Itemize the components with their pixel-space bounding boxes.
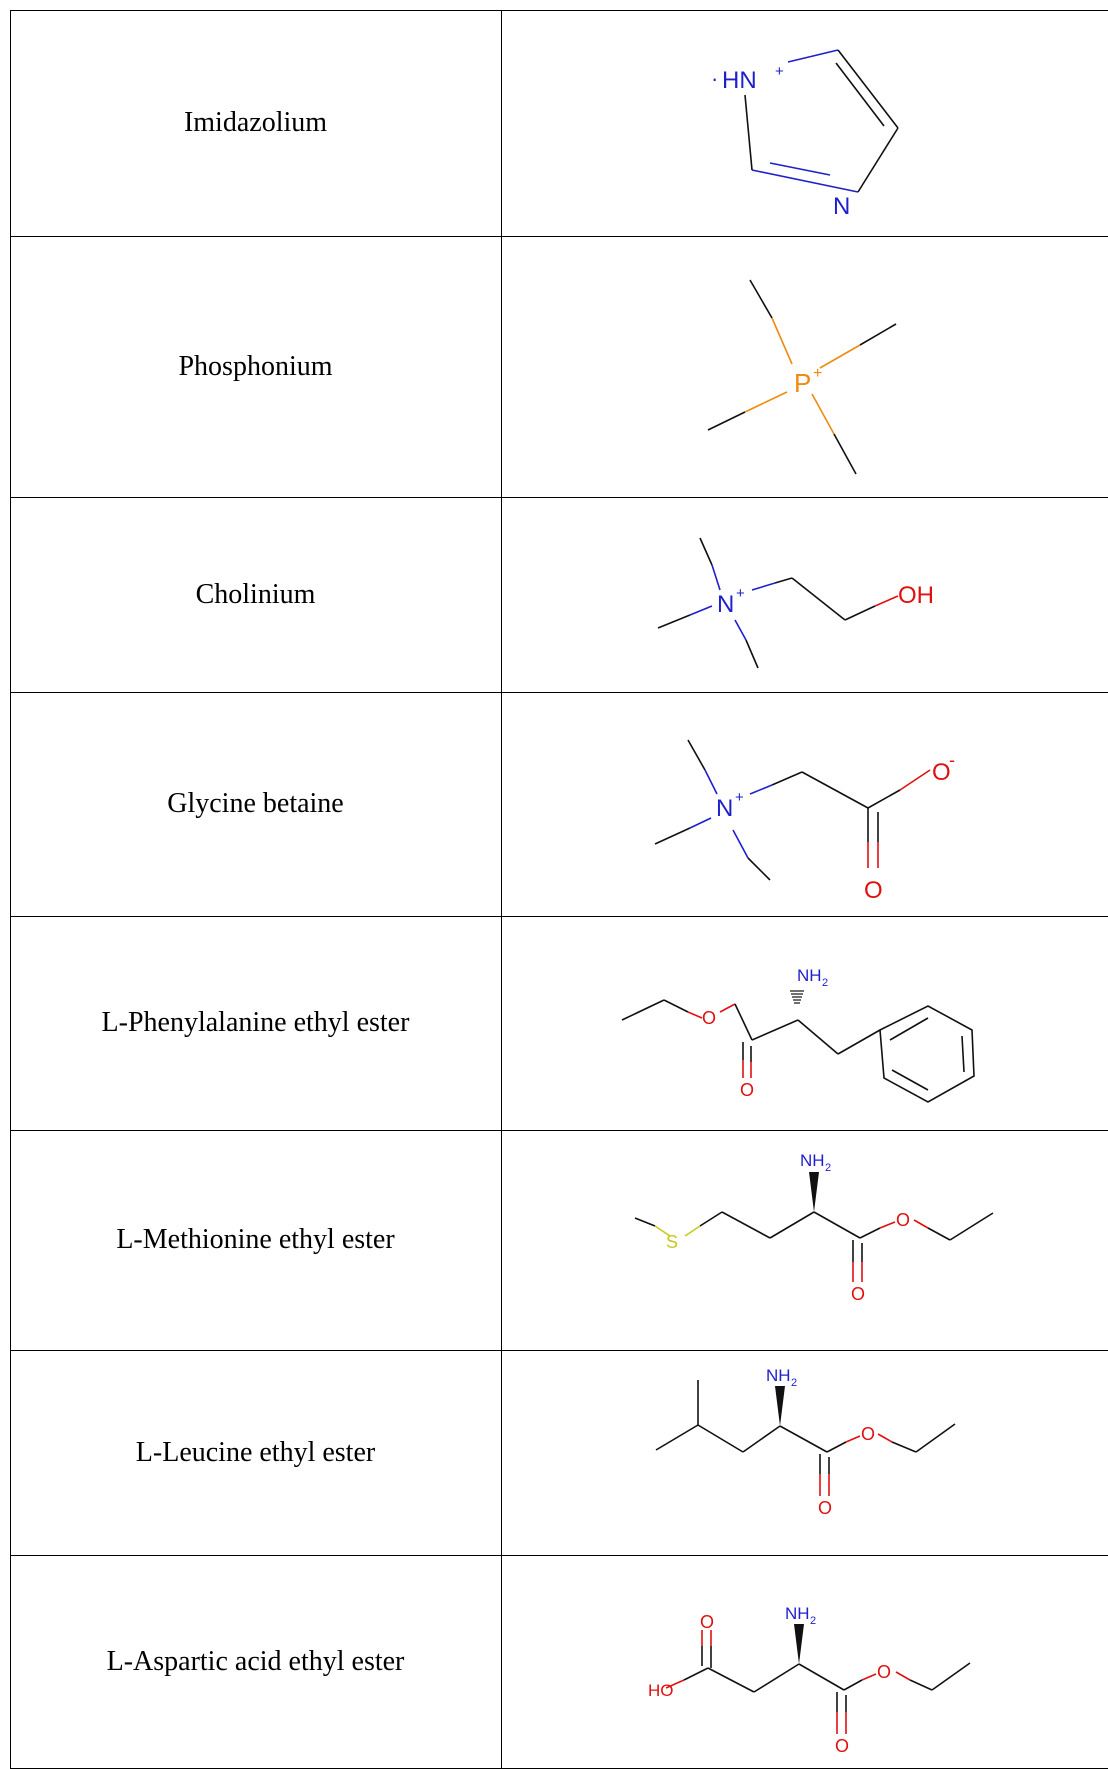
svg-text:-: -	[949, 750, 955, 770]
row-label-phosphonium: Phosphonium	[178, 350, 333, 382]
svg-text:2: 2	[822, 977, 828, 989]
row-label-aspartic-ester: L-Aspartic acid ethyl ester	[106, 1645, 405, 1677]
methionine-ester-o-label: O	[896, 1210, 910, 1230]
aspartic-ester-ho-label: HO	[648, 1681, 674, 1700]
row-label-methionine-ester: L-Methionine ethyl ester	[116, 1224, 395, 1255]
leucine-ester-o-label: O	[861, 1424, 875, 1444]
row-label-cholinium: Cholinium	[195, 578, 316, 610]
row-divider	[10, 1130, 1108, 1131]
aspartic-ester-acid-o-label: O	[700, 1612, 714, 1632]
svg-text:+: +	[735, 789, 744, 806]
svg-text:+: +	[775, 63, 784, 80]
phenylalanine-ester-nh2-label: NH	[797, 966, 822, 985]
row-divider	[10, 497, 1108, 498]
row-divider	[10, 236, 1108, 237]
row-label-imidazolium: Imidazolium	[183, 107, 328, 138]
phenylalanine-ester-structure: O NH 2 O	[621, 966, 975, 1103]
row-label-leucine-ester: L-Leucine ethyl ester	[135, 1436, 376, 1468]
glycine-betaine-o-minus-label: O	[932, 759, 951, 786]
cholinium-structure: N + OH	[657, 537, 934, 669]
svg-text:+: +	[813, 365, 822, 382]
phenylalanine-ester-carbonyl-o-label: O	[740, 1080, 754, 1100]
row-divider	[10, 692, 1108, 693]
phosphonium-structure: P +	[707, 279, 897, 475]
svg-text:2: 2	[810, 1615, 816, 1627]
methionine-ester-s-label: S	[666, 1232, 678, 1252]
row-divider	[10, 1555, 1108, 1556]
methionine-ester-carbonyl-o-label: O	[851, 1284, 865, 1304]
leucine-ester-carbonyl-o-label: O	[818, 1498, 832, 1518]
aspartic-ester-carbonyl-o-label: O	[835, 1736, 849, 1756]
methionine-ester-nh2-label: NH	[800, 1151, 825, 1170]
glycine-betaine-structure: N + O - O	[654, 739, 955, 904]
row-divider	[10, 1350, 1108, 1351]
cholinium-n-label: N	[717, 591, 734, 618]
aspartic-ester-o-label: O	[877, 1662, 891, 1682]
glycine-betaine-n-label: N	[716, 795, 733, 822]
imidazolium-structure: HN + · N	[711, 49, 899, 220]
table-border-left	[10, 10, 11, 1769]
imidazolium-n-label: N	[833, 193, 850, 220]
leucine-ester-nh2-label: NH	[766, 1366, 791, 1385]
cation-structures-table: Imidazolium Phosphonium Cholinium Glycin…	[10, 10, 1108, 1769]
glycine-betaine-o-label: O	[864, 877, 883, 904]
leucine-ester-structure: NH 2 O O	[655, 1366, 956, 1518]
methionine-ester-structure: S NH 2 O O	[634, 1151, 994, 1304]
cholinium-oh-label: OH	[898, 582, 934, 609]
svg-text:2: 2	[791, 1377, 797, 1389]
row-label-glycine-betaine: Glycine betaine	[167, 788, 344, 819]
table-border-top	[10, 10, 1108, 11]
aspartic-ester-nh2-label: NH	[785, 1604, 810, 1623]
svg-text:2: 2	[825, 1162, 831, 1174]
row-label-phenylalanine-ester: L-Phenylalanine ethyl ester	[101, 1007, 410, 1038]
svg-text:+: +	[736, 585, 745, 602]
imidazolium-nh-label: HN	[722, 67, 757, 94]
phenylalanine-ester-o-label: O	[702, 1008, 716, 1028]
row-divider	[10, 916, 1108, 917]
svg-text:·: ·	[711, 66, 718, 91]
phosphonium-p-label: P	[794, 368, 811, 398]
table-column-divider	[501, 10, 502, 1769]
